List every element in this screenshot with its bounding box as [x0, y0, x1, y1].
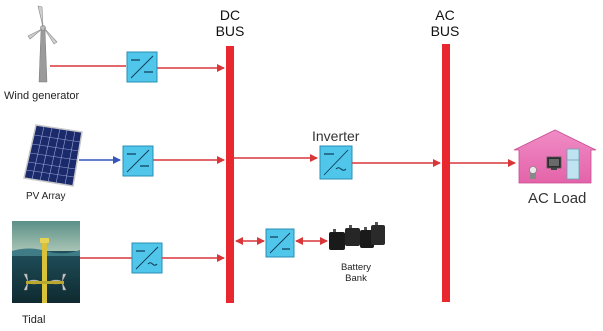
ac-bus-label-line2: BUS — [430, 23, 460, 39]
battery-bank-label-line2: Bank — [345, 273, 367, 284]
wind-converter — [126, 51, 158, 83]
dc-bus-label: DC BUS — [210, 7, 250, 39]
ac-bus-label-line1: AC — [435, 7, 455, 23]
wind-generator-label: Wind generator — [4, 90, 80, 102]
inverter-label: Inverter — [312, 128, 360, 144]
inverter-block — [319, 145, 353, 180]
dc-bus-label-line2: BUS — [215, 23, 245, 39]
pv-array-icon — [23, 124, 83, 187]
ac-bus-bar — [442, 44, 450, 302]
wind-generator-icon — [27, 5, 58, 83]
dc-bus-bar — [226, 46, 234, 303]
pv-converter — [122, 145, 154, 177]
ac-load-label: AC Load — [528, 190, 587, 207]
tidal-converter — [131, 242, 163, 274]
battery-bank-icon — [329, 222, 385, 250]
ac-load-house-icon — [513, 129, 597, 184]
ac-bus-label: AC BUS — [425, 7, 465, 39]
tidal-label: Tidal — [22, 314, 46, 326]
tidal-turbine-icon — [12, 221, 80, 303]
pv-array-label: PV Array — [26, 191, 66, 202]
battery-bank-label-line1: Battery — [340, 262, 372, 273]
battery-bank-label: Battery Bank — [326, 262, 386, 284]
dc-bus-label-line1: DC — [219, 7, 241, 23]
battery-converter — [265, 228, 295, 258]
